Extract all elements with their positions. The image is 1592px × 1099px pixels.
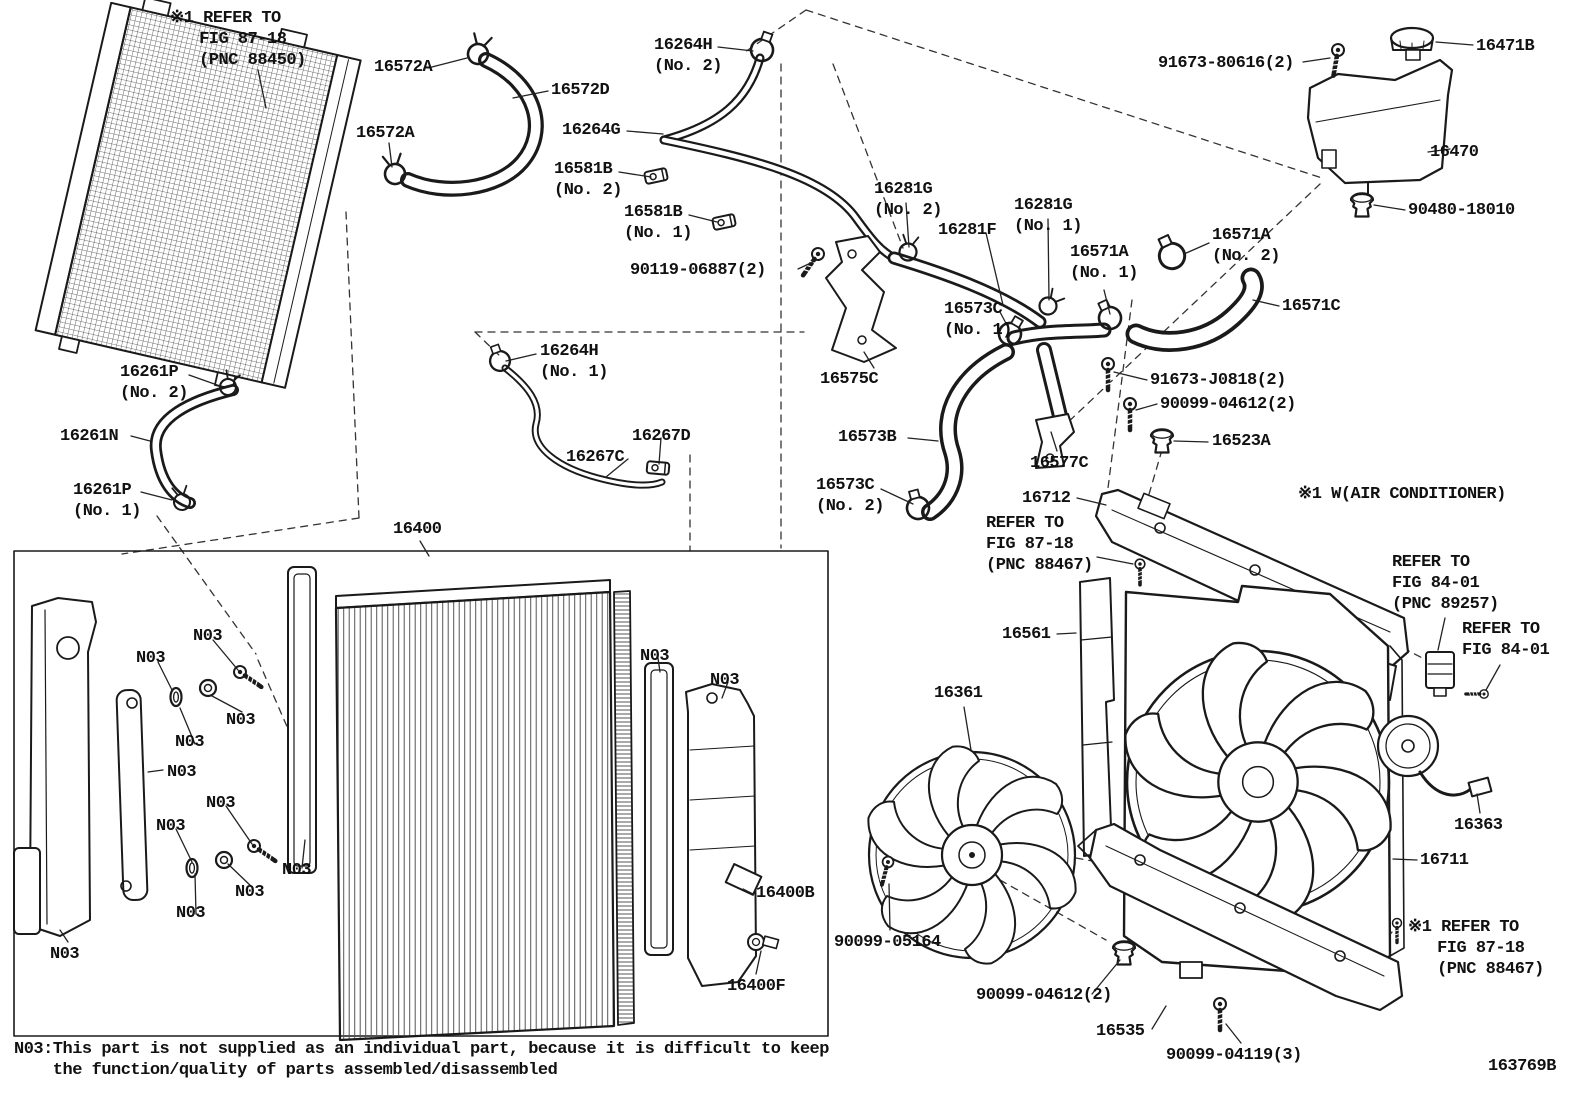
n03-fasteners (169, 664, 279, 879)
hose-16573b (921, 343, 1015, 521)
bracket-16575c (825, 235, 897, 363)
radiator-core-16400 (334, 579, 635, 1042)
radiator-left-bracket (13, 597, 97, 937)
clip-16267d (645, 460, 671, 476)
radiator-mount-strip (115, 688, 149, 902)
lower-radiator-hose-16571c (1125, 267, 1264, 352)
clamp-16571a-no2 (1150, 230, 1191, 275)
bolt-91673-80616 (1328, 43, 1345, 77)
cooling-fan-16361 (858, 736, 1086, 974)
leader-lines (59, 41, 1501, 1044)
side-seal-left (287, 566, 317, 874)
fan-motor-16363 (1376, 714, 1493, 798)
radiator-assembly-box-16400 (13, 550, 829, 1042)
grommet-90480-18010 (1349, 192, 1375, 218)
bolt-90099-04612-top (1124, 398, 1136, 430)
heater-hose-16281f (887, 251, 1047, 329)
reservoir-tank-16470 (1306, 58, 1454, 194)
water-bypass-pipe-16264g (659, 53, 899, 263)
radiator-tank-16400b (685, 683, 780, 987)
baffle-16561 (1079, 577, 1115, 857)
connector-fig84-01 (1425, 651, 1455, 697)
bolt-ref-88467-mid (1133, 557, 1147, 587)
upper-radiator-hose-16572d (400, 52, 544, 197)
drain-plug-16400f (747, 933, 780, 951)
bolt-90099-04119 (1214, 998, 1226, 1030)
water-inlet-pipe-16577c (1006, 322, 1112, 469)
clamp-16281g-no1 (1034, 287, 1066, 320)
reservoir-cap-16471b (1389, 26, 1435, 61)
clamp-16572a-left (380, 152, 408, 187)
lower-support-16535 (1077, 822, 1404, 1012)
condenser-hose-16261n (149, 384, 239, 509)
grommet-16523a (1149, 428, 1175, 454)
side-seal-right (644, 662, 674, 956)
condenser-assembly (34, 0, 362, 390)
bolt-ref-88467-br (1390, 916, 1404, 945)
bolt-fig84-01 (1464, 688, 1490, 700)
grommet-90099-04612-bottom (1111, 940, 1137, 966)
pipe-16267c (501, 364, 666, 489)
bolt-91673-j0818 (1102, 358, 1114, 390)
